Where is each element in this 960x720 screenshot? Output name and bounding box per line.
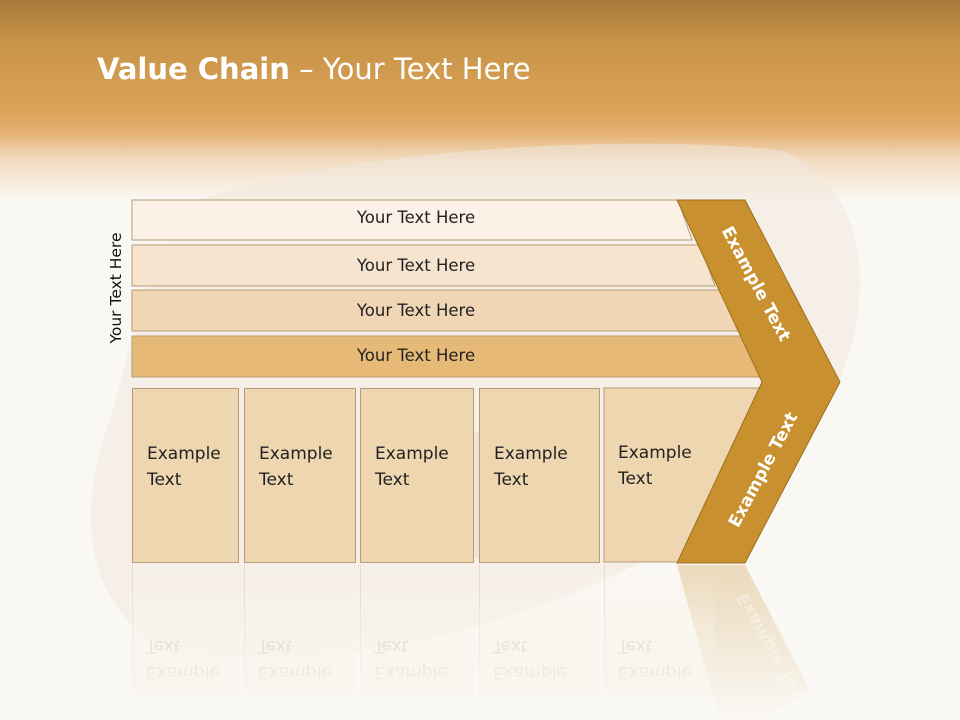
reflection-fade xyxy=(130,560,850,720)
cell-1-text: Example Text xyxy=(147,444,221,490)
title-bold: Value Chain xyxy=(97,52,290,86)
cell-4-text: Example Text xyxy=(494,444,568,490)
bar-2-shape xyxy=(131,244,716,287)
bar-2-label: Your Text Here xyxy=(356,256,476,275)
cell-4: Example Text xyxy=(479,388,600,563)
bar-3-label: Your Text Here xyxy=(356,301,476,320)
cell-3: Example Text xyxy=(360,388,474,563)
title-rest: – Your Text Here xyxy=(289,52,531,86)
bar-1-shape xyxy=(131,199,693,241)
cell-5-text: Example Text xyxy=(618,443,692,489)
slide-title: Value Chain – Your Text Here xyxy=(97,52,531,86)
cell-2: Example Text xyxy=(244,388,356,563)
bar-4-label: Your Text Here xyxy=(356,346,476,365)
bar-1-label: Your Text Here xyxy=(356,208,476,227)
cell-1: Example Text xyxy=(132,388,239,563)
cell-3-text: Example Text xyxy=(375,444,449,490)
cell-2-text: Example Text xyxy=(259,444,333,490)
cell-5: Example Text xyxy=(604,388,724,563)
